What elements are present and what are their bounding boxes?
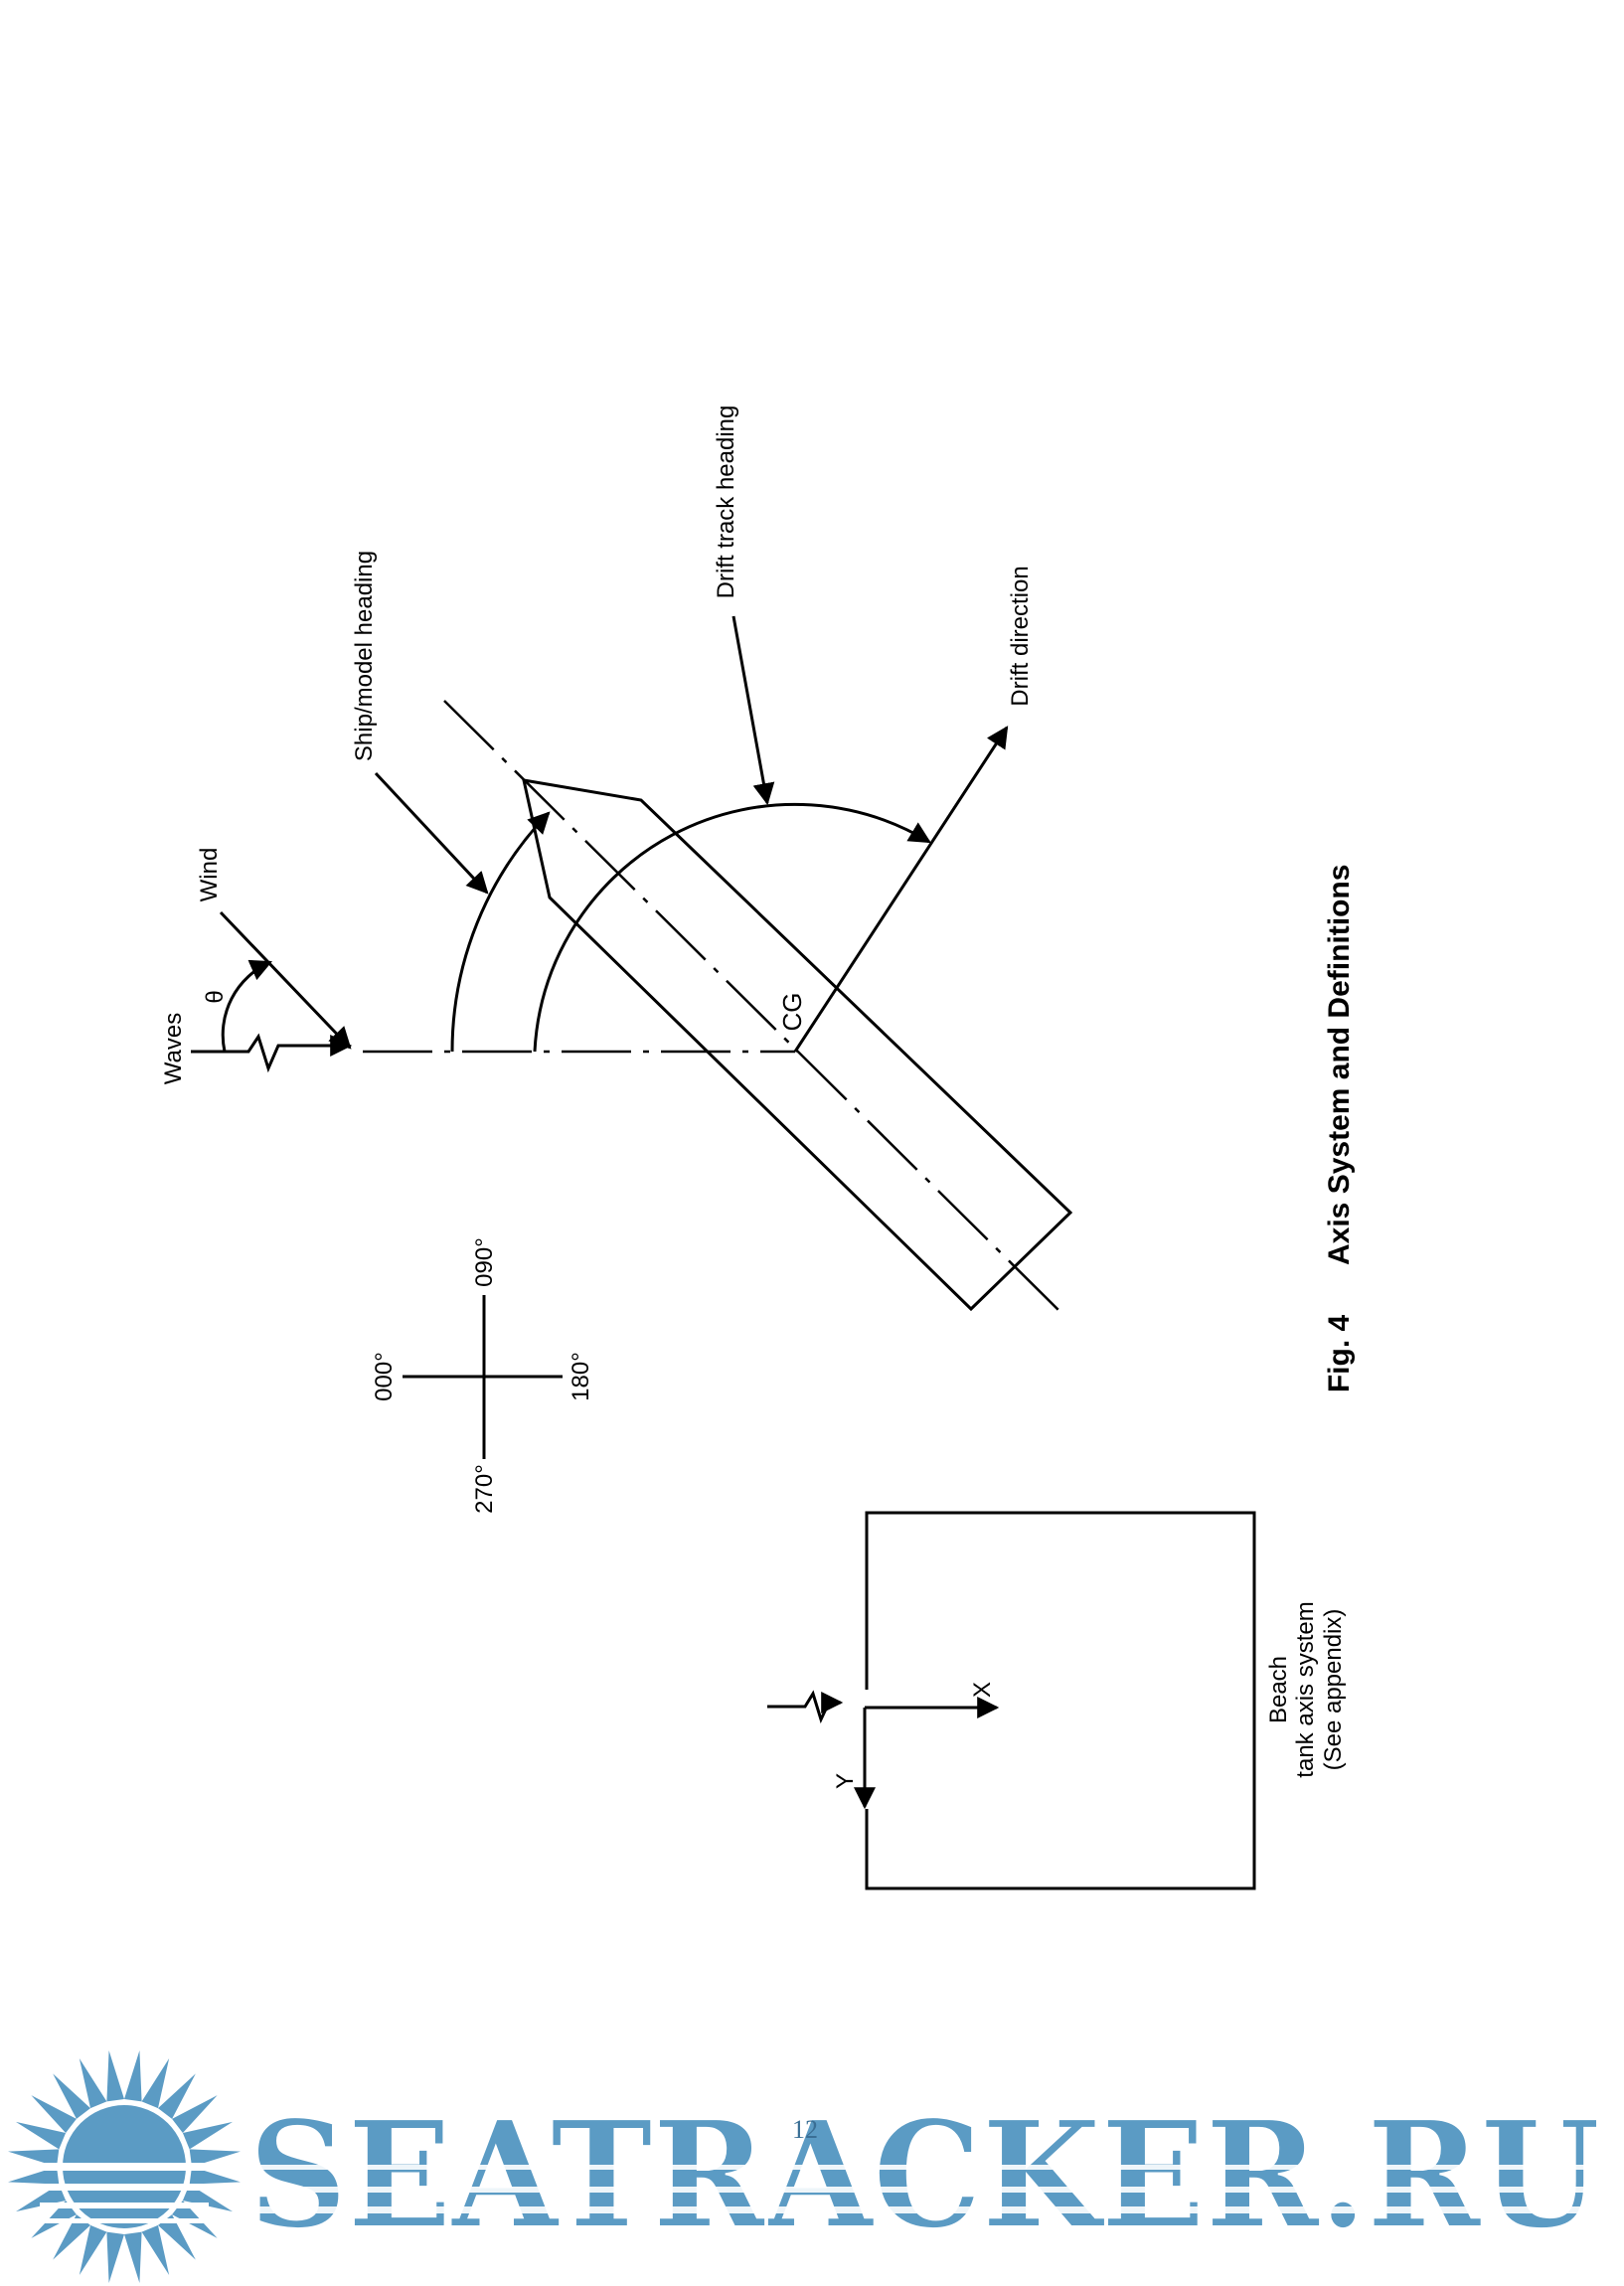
watermark-text: SEATRACKER.RU (248, 2088, 1600, 2261)
compass-rose (403, 1295, 563, 1459)
drift-direction-label: Drift direction (1007, 566, 1034, 706)
theta-label: θ (202, 990, 229, 1003)
waves-label: Waves (160, 1013, 187, 1084)
compass-180-label: 180° (568, 1352, 594, 1401)
ship-heading-arc (450, 811, 551, 1053)
compass-270-label: 270° (471, 1464, 498, 1514)
tank-y-label: Y (832, 1773, 859, 1789)
wind-label: Wind (196, 848, 223, 902)
wind-arrow (219, 910, 352, 1050)
page-number: 12 (792, 2115, 818, 2144)
cg-label: CG (777, 993, 807, 1032)
compass-090-label: 090° (471, 1237, 498, 1287)
tank-caption-line3: (See appendix) (1320, 1609, 1347, 1771)
waves-arrow (191, 1033, 353, 1073)
theta-arc (221, 959, 273, 1053)
tank-wave-arrow (767, 1690, 844, 1724)
tank-x-label: X (969, 1682, 996, 1698)
ship-hull (522, 778, 1073, 1312)
tank-caption-line1: Beach (1265, 1656, 1292, 1723)
ship-centerline (443, 700, 1064, 1316)
drift-track-leader (731, 615, 775, 806)
figure-number: Fig. 4 (1323, 1315, 1356, 1393)
drift-track-heading-label: Drift track heading (713, 406, 739, 599)
drift-direction-arrow (793, 726, 1009, 1053)
tank-box (865, 1511, 1256, 1890)
sun-stripes (40, 2163, 209, 2223)
figure-title: Axis System and Definitions (1323, 865, 1356, 1265)
drift-track-arc (533, 802, 931, 1053)
sun-icon (8, 2050, 241, 2283)
ship-heading-label: Ship/model heading (351, 551, 378, 761)
tank-caption-line2: tank axis system (1292, 1601, 1319, 1777)
compass-000-label: 000° (371, 1352, 398, 1401)
ship-heading-leader (374, 771, 489, 895)
watermark-stripes (248, 2165, 1602, 2213)
